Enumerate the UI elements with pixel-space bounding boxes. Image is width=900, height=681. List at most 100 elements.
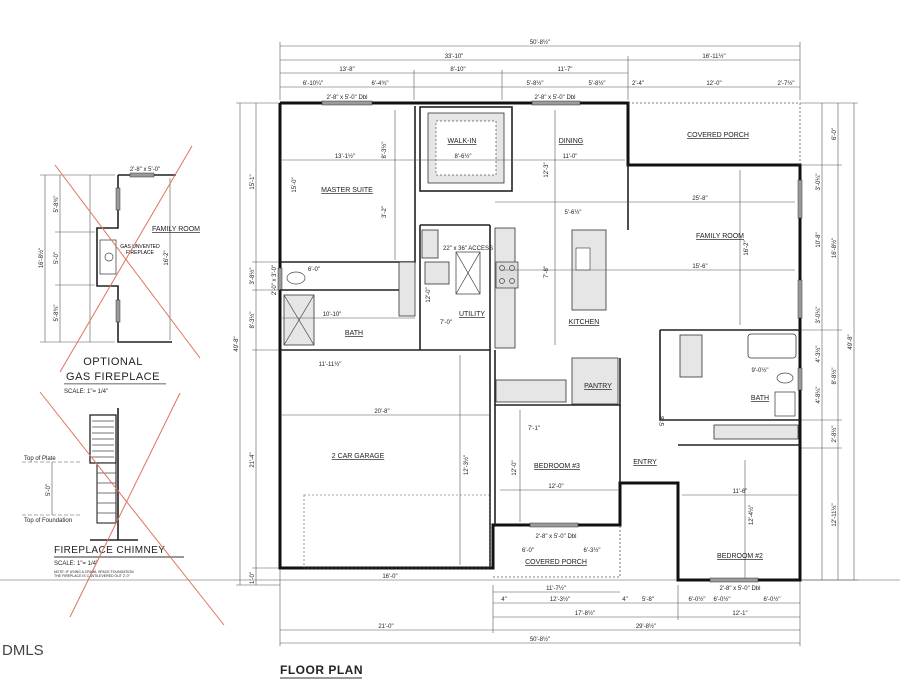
dim: 3'-0¼": [816, 174, 822, 191]
dim: 16'-2": [164, 250, 170, 265]
fireplace-unit-label: GAS UNVENTED FIREPLACE: [120, 244, 160, 256]
window: [797, 279, 803, 319]
dim: 16'-8½": [38, 248, 45, 268]
chimney-note-2: THE FIREPLACE IS CANTILEVERED OUT 2'-0": [54, 574, 131, 578]
dim: 6'-0½": [689, 596, 706, 603]
dim: 5'-8¾": [54, 196, 60, 213]
fireplace-title-1: OPTIONAL: [83, 356, 143, 368]
dim: 15'-1": [250, 174, 256, 189]
dim: 13'-1½": [335, 153, 355, 160]
dim: 16'-2": [744, 240, 750, 255]
window-label: 2'-8" x 5'-0" Dbl: [720, 586, 761, 592]
dim: 6'-0½": [764, 596, 781, 603]
dim: 11'-6": [733, 489, 748, 495]
dim: 2'-8½": [831, 426, 838, 443]
dim: 16'-8½": [831, 238, 838, 258]
room-covered-porch-front: COVERED PORCH: [525, 559, 587, 566]
interior-dimensions: 13'-1½" 8'-6½" 11'-0" 15'-0" 8'-3½" 3'-2…: [292, 142, 768, 592]
dim: 8'-6½": [455, 153, 472, 160]
dim-overall-depth: 49'-8": [848, 334, 854, 349]
room-bedroom-3: BEDROOM #3: [534, 463, 580, 470]
window-label: 2'-8" x 5'-0": [130, 167, 160, 173]
dim: 5'-6½": [565, 209, 582, 216]
window-label: 2'-8" x 5'-0" Dbl: [536, 534, 577, 540]
dim: 6'-0½": [714, 596, 731, 603]
dim: 16'-0": [382, 574, 397, 580]
dim: 5'-0": [46, 484, 52, 496]
room-bedroom-2: BEDROOM #2: [717, 553, 763, 560]
dim: 8'-3½": [249, 312, 256, 329]
dim-overall-depth: 49'-8": [234, 336, 240, 351]
room-utility: UTILITY: [459, 311, 485, 318]
dim: 12'-3½": [463, 455, 470, 475]
room-garage: 2 CAR GARAGE: [332, 453, 385, 460]
dim: 29'-8½": [636, 623, 656, 630]
dim: 12'-4½": [748, 505, 755, 525]
right-dimensions: 6'-0" 3'-0¼" 10'-8" 3'-0¼" 16'-8½" 4'-3½…: [800, 102, 858, 581]
dim: 9'-0½": [752, 367, 769, 374]
room-master-suite: MASTER SUITE: [321, 187, 373, 194]
room-bath-2: BATH: [751, 395, 769, 402]
dim: 7'-0": [440, 320, 452, 326]
dim: 4'-3½": [815, 346, 822, 363]
dim: 33'-10": [445, 54, 464, 60]
attic-access-label: 22" x 36" ACCESS: [443, 246, 493, 252]
bottom-dimensions: 16'-0" 11'-7½" 4" 12'-3½" 4" 5'-8" 6'-0½…: [0, 570, 900, 646]
dim: 8'-10": [450, 67, 465, 73]
fireplace-scale: SCALE: 1"= 1/4": [64, 389, 108, 395]
chimney-note-1: NOTE: IF USING A CRAWL SPACE FOUNDATION: [54, 570, 134, 574]
dim: 5'-8½": [527, 80, 544, 87]
dim: 10'-8": [816, 232, 822, 247]
window-label: 2'-8" x 5'-0" Dbl: [327, 95, 368, 101]
dim: 3'-8½": [249, 268, 256, 285]
window: [797, 179, 803, 219]
house-walls: [277, 100, 803, 583]
dim: 7'-1": [528, 426, 540, 432]
dim: 20'-8": [374, 409, 389, 415]
dim: 12'-0": [426, 287, 432, 302]
room-kitchen: KITCHEN: [569, 319, 600, 326]
dim: 2'-7½": [778, 80, 795, 87]
dim: 15'-0": [292, 177, 298, 192]
dim: 5'-8½": [589, 80, 606, 87]
dim: 2'-4": [632, 81, 644, 87]
room-bath-master: BATH: [345, 330, 363, 337]
room-pantry: PANTRY: [584, 383, 612, 390]
window: [709, 577, 759, 583]
top-of-plate-label: Top of Plate: [24, 456, 56, 462]
window: [529, 522, 579, 528]
window-label: 2'-8" x 5'-0" Dbl: [535, 95, 576, 101]
dim: 12'-1": [732, 611, 747, 617]
dim: 6'-0": [832, 128, 838, 140]
optional-gas-fireplace-detail: 16'-8½" 5'-8¾" 5'-0" 5'-8¾" 16'-2" 2'-8"…: [38, 145, 201, 395]
dim: 10'-10": [323, 312, 342, 318]
dim: 6'-0": [308, 267, 320, 273]
dim: 6'-4¾": [372, 81, 389, 87]
dim: 7'-8": [544, 266, 550, 278]
fireplace-chimney-detail: Top of Plate Top of Foundation 5'-0" FIR…: [22, 391, 225, 626]
top-of-foundation-label: Top of Foundation: [24, 518, 72, 524]
dim: 3'-2": [382, 206, 388, 218]
room-covered-porch-rear: COVERED PORCH: [687, 132, 749, 139]
left-dimensions: 49'-8" 15'-1" 3'-8½" 8'-3½" 21'-4" 1'-0"…: [234, 102, 280, 586]
dim: 1'-0": [250, 572, 256, 584]
fireplace-room-label: FAMILY ROOM: [152, 226, 200, 233]
dim: 3'-0¼": [816, 307, 822, 324]
window: [797, 367, 803, 391]
room-family-room: FAMILY ROOM: [696, 233, 744, 240]
room-entry: ENTRY: [633, 459, 657, 466]
window-label: 2'-0" x 3'-0": [272, 265, 278, 295]
dim: 12'-0": [548, 484, 563, 490]
plan-title-block: FLOOR PLAN: [280, 663, 363, 679]
room-walk-in: WALK-IN: [448, 138, 477, 145]
dim: 5'-8¾": [54, 305, 60, 322]
dim-overall-width: 50'-8½": [530, 39, 550, 46]
dim-overall-width: 50'-8½": [530, 636, 550, 643]
dim: 11'-11½": [319, 361, 342, 368]
dim: 11'-7": [558, 67, 573, 73]
dim: 6'-10¼": [303, 81, 323, 87]
room-labels: MASTER SUITE WALK-IN DINING COVERED PORC…: [321, 132, 769, 566]
dim: 21'-0": [378, 624, 393, 630]
chimney-scale: SCALE: 1"= 1/4": [54, 561, 98, 567]
